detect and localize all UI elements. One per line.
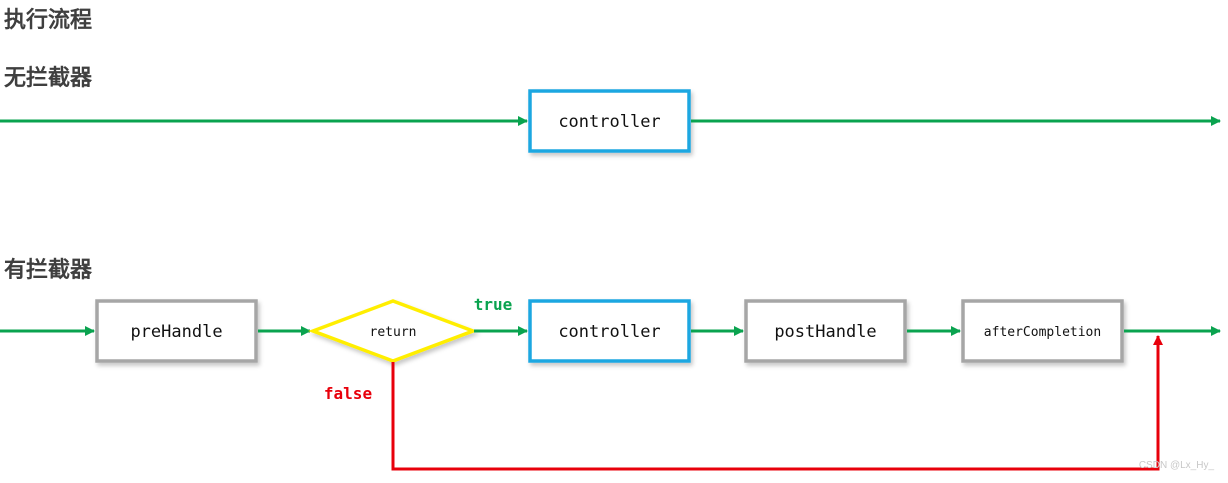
row-no-interceptor: controller [0,89,1221,153]
watermark: CSDN @Lx_Hy_ [1138,460,1214,471]
posthandle-box [744,299,907,363]
section-heading-with-interceptor: 有拦截器 [4,258,93,283]
controller-label: controller [558,322,660,342]
true-label: true [474,295,513,314]
prehandle-box [95,299,258,363]
controller-box [528,299,691,363]
decision-diamond [308,299,478,363]
row-with-interceptor: preHandle return true controller postHan… [0,295,1221,471]
false-path-arrow [391,335,1163,471]
aftercompletion-box [961,299,1124,363]
aftercompletion-label: afterCompletion [984,325,1101,340]
prehandle-label: preHandle [130,322,222,342]
posthandle-label: postHandle [774,322,876,342]
page-title: 执行流程 [4,8,93,33]
controller-box [528,89,691,153]
controller-label: controller [558,112,660,132]
false-label: false [324,384,372,403]
decision-label: return [370,325,417,340]
section-heading-no-interceptor: 无拦截器 [4,66,93,91]
